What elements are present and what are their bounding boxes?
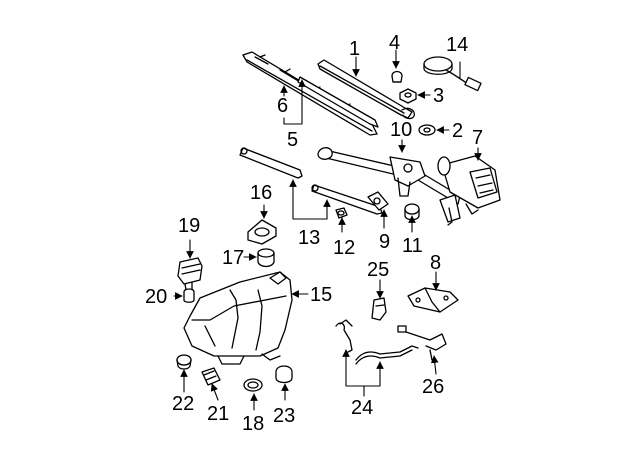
callout-5: 5 — [287, 129, 299, 151]
cap-part — [391, 70, 403, 83]
motor-bracket — [407, 287, 459, 313]
filler-cap — [247, 219, 277, 245]
washer-reservoir — [183, 271, 293, 365]
callout-6: 6 — [277, 95, 289, 117]
callout-21: 21 — [207, 403, 230, 425]
filler-seal — [257, 248, 275, 268]
washer-hoses — [335, 319, 419, 365]
callout-18: 18 — [242, 413, 265, 435]
callout-16: 16 — [250, 182, 273, 204]
callout-1: 1 — [349, 38, 361, 60]
callout-11: 11 — [402, 235, 423, 257]
bolt-9 — [367, 191, 389, 211]
grommet-18 — [243, 378, 263, 392]
wiper-linkage — [317, 147, 461, 226]
washer-nozzle — [371, 297, 387, 321]
callout-20: 20 — [145, 286, 168, 308]
leader-lines — [173, 49, 482, 411]
callout-14: 14 — [446, 34, 469, 56]
connector-14 — [423, 56, 482, 92]
washer-part — [418, 124, 436, 136]
callout-23: 23 — [273, 405, 296, 427]
callout-17: 17 — [222, 247, 245, 269]
washer-pump — [177, 257, 203, 291]
callout-26: 26 — [422, 376, 445, 398]
callout-8: 8 — [430, 252, 442, 274]
nut-part — [399, 88, 417, 104]
connector-hose — [397, 325, 447, 361]
callout-4: 4 — [389, 32, 401, 54]
callout-12: 12 — [333, 237, 356, 259]
plug-22 — [176, 354, 192, 370]
grommet-23 — [275, 365, 293, 384]
callout-9: 9 — [379, 231, 391, 253]
link-rods — [239, 147, 383, 215]
callout-19: 19 — [178, 215, 201, 237]
callout-3: 3 — [433, 85, 445, 107]
callout-2: 2 — [452, 120, 464, 142]
callout-25: 25 — [367, 259, 390, 281]
callout-24: 24 — [351, 397, 374, 419]
callout-13: 13 — [298, 227, 321, 249]
bushing-12 — [335, 207, 348, 219]
callout-15: 15 — [310, 284, 333, 306]
sensor-21 — [201, 367, 221, 386]
callout-7: 7 — [472, 127, 484, 149]
wiper-blade — [242, 51, 378, 136]
pump-grommet — [183, 288, 195, 303]
callout-10: 10 — [390, 119, 413, 141]
callout-22: 22 — [172, 393, 195, 415]
